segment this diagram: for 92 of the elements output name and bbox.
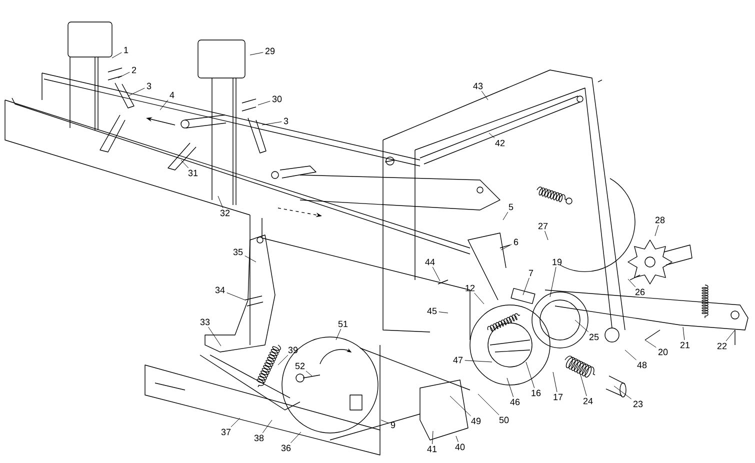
- callout-number: 3: [284, 118, 288, 124]
- leader-line: [218, 196, 224, 208]
- leader-line: [488, 132, 495, 138]
- callout-number: 3: [146, 82, 152, 90]
- callout-number: 36: [281, 444, 291, 452]
- leader-line: [432, 430, 434, 444]
- leader-line: [160, 100, 168, 110]
- leader-line: [550, 266, 556, 298]
- callout-number: 24: [583, 398, 593, 404]
- leader-line: [644, 340, 656, 348]
- leader-line: [380, 420, 389, 424]
- callout-number: 47: [453, 356, 463, 364]
- callout-number: 4: [170, 92, 174, 98]
- callout-number: 27: [538, 222, 548, 230]
- callout-number: 46: [510, 398, 520, 406]
- callout-number: 42: [495, 140, 505, 146]
- callout-number: 50: [499, 416, 509, 424]
- callout-number: 45: [427, 308, 437, 314]
- callout-number: 17: [554, 394, 563, 400]
- callout-number: 32: [220, 210, 230, 216]
- leader-line: [580, 372, 587, 396]
- callout-number: 23: [633, 400, 643, 408]
- callout-number: 2: [132, 66, 136, 74]
- leader-line: [502, 212, 508, 220]
- callout-number: 6: [514, 238, 518, 246]
- callout-number: 38: [254, 434, 264, 442]
- callout-number: 12: [466, 284, 475, 292]
- leader-line: [614, 386, 632, 400]
- leader-line: [544, 230, 548, 240]
- leader-line: [336, 328, 342, 340]
- callout-number: 16: [532, 390, 541, 396]
- callout-number: 5: [508, 204, 514, 210]
- callout-number: 33: [200, 318, 210, 326]
- callout-number: 20: [658, 348, 668, 356]
- callout-number: 31: [188, 170, 198, 176]
- callout-number: 34: [215, 286, 225, 294]
- callout-number: 37: [221, 428, 231, 436]
- leader-line: [262, 420, 272, 434]
- callout-number: 9: [390, 422, 396, 428]
- callout-number: 7: [528, 270, 534, 276]
- callout-number: 19: [552, 258, 562, 266]
- leader-line: [574, 320, 589, 332]
- callout-number: 25: [589, 334, 599, 340]
- leader-line: [456, 436, 458, 442]
- leader-line: [128, 88, 145, 96]
- callout-number: 26: [635, 288, 645, 296]
- leader-line: [226, 292, 246, 300]
- callout-number: 43: [473, 82, 483, 90]
- leader-line: [624, 350, 637, 360]
- leader-line: [522, 278, 530, 296]
- leader-line: [654, 224, 659, 236]
- leader-line: [290, 432, 302, 444]
- callout-number: 21: [680, 342, 690, 348]
- leader-line: [478, 394, 500, 416]
- leader-line: [526, 362, 535, 388]
- callout-number: 39: [288, 346, 298, 354]
- leader-line: [278, 354, 288, 366]
- leader-line: [481, 90, 488, 100]
- leader-line: [250, 52, 264, 56]
- leader-line: [208, 326, 222, 346]
- callout-number: 41: [427, 446, 437, 452]
- leader-line: [244, 256, 256, 262]
- callout-number: 49: [471, 418, 481, 424]
- leader-line: [432, 266, 440, 282]
- leader-line: [464, 360, 492, 362]
- leader-line: [180, 160, 189, 168]
- callout-number: 35: [233, 248, 243, 256]
- callout-number: 40: [455, 444, 465, 450]
- leader-line: [500, 244, 512, 250]
- leader-line: [682, 326, 685, 340]
- leader-line: [552, 372, 558, 392]
- leader-line: [306, 370, 312, 376]
- callout-number: 44: [425, 258, 435, 266]
- leader-line: [438, 312, 448, 314]
- leader-line: [118, 72, 130, 78]
- leader-line: [726, 330, 736, 342]
- leader-line: [450, 396, 472, 416]
- callout-number: 1: [124, 46, 128, 54]
- callout-number: 51: [338, 320, 348, 328]
- leader-line: [474, 292, 484, 304]
- callout-number: 48: [637, 362, 647, 368]
- leader-line: [230, 418, 240, 428]
- leader-line: [506, 378, 514, 398]
- callout-number: 30: [272, 96, 282, 102]
- leader-line: [112, 52, 122, 58]
- callout-number: 29: [265, 48, 275, 54]
- callout-number: 52: [295, 362, 305, 370]
- leader-line: [258, 100, 270, 106]
- callout-number: 22: [717, 342, 727, 350]
- callout-number: 28: [655, 216, 665, 224]
- leader-line: [262, 121, 282, 126]
- leader-line: [628, 278, 636, 288]
